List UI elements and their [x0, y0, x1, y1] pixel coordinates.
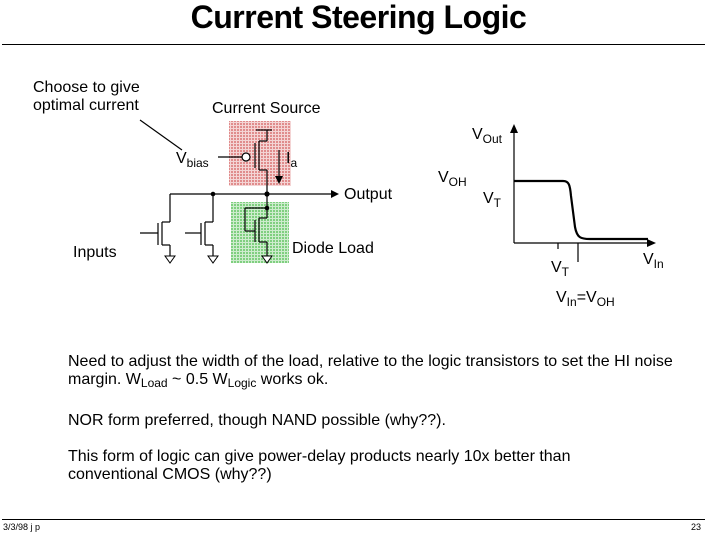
footer-rule — [2, 519, 705, 520]
diode-load-label: Diode Load — [292, 240, 374, 257]
footer-date: 3/3/98 j p — [3, 522, 41, 532]
junction-dot — [264, 205, 270, 211]
note-paragraph-1: Need to adjust the width of the load, re… — [68, 353, 673, 390]
ground-icon — [164, 255, 176, 264]
circuit-wires — [139, 119, 332, 256]
ground-icon — [207, 255, 219, 264]
output-node-dot — [264, 191, 270, 197]
y-axis-arrow-icon — [510, 124, 518, 133]
inputs-label: Inputs — [73, 244, 117, 261]
vin-equals-voh-label: VIn=VOH — [556, 289, 615, 309]
vt-y-label: VT — [483, 190, 502, 210]
vout-label: VOut — [472, 126, 503, 146]
output-arrow-icon — [331, 190, 339, 198]
voh-label: VOH — [438, 169, 467, 189]
vin-label: VIn — [643, 251, 664, 271]
note-line-2: optimal current — [33, 97, 139, 114]
diode-load-region — [231, 202, 289, 263]
page-number: 23 — [690, 522, 701, 532]
junction-dot — [210, 191, 216, 197]
ia-label: Ia — [286, 150, 298, 170]
ground-icon — [261, 255, 273, 264]
current-source-region — [229, 121, 291, 186]
note-paragraph-2: NOR form preferred, though NAND possible… — [68, 412, 446, 429]
x-axis-arrow-icon — [647, 239, 656, 247]
output-label: Output — [344, 186, 393, 203]
current-source-label: Current Source — [212, 100, 321, 117]
slide-title: Current Steering Logic — [190, 0, 527, 35]
ground-icons — [164, 255, 273, 264]
current-arrow-icon — [275, 176, 283, 184]
vbias-label: Vbias — [176, 150, 209, 170]
title-rule — [2, 44, 705, 45]
vtc-axes — [513, 132, 648, 262]
pmos-gate-bubble — [241, 152, 251, 162]
note-paragraph-3: This form of logic can give power-delay … — [68, 448, 571, 483]
vt-x-label: VT — [551, 259, 570, 279]
vtc-curve — [514, 179, 648, 241]
note-line-1: Choose to give — [33, 79, 140, 96]
